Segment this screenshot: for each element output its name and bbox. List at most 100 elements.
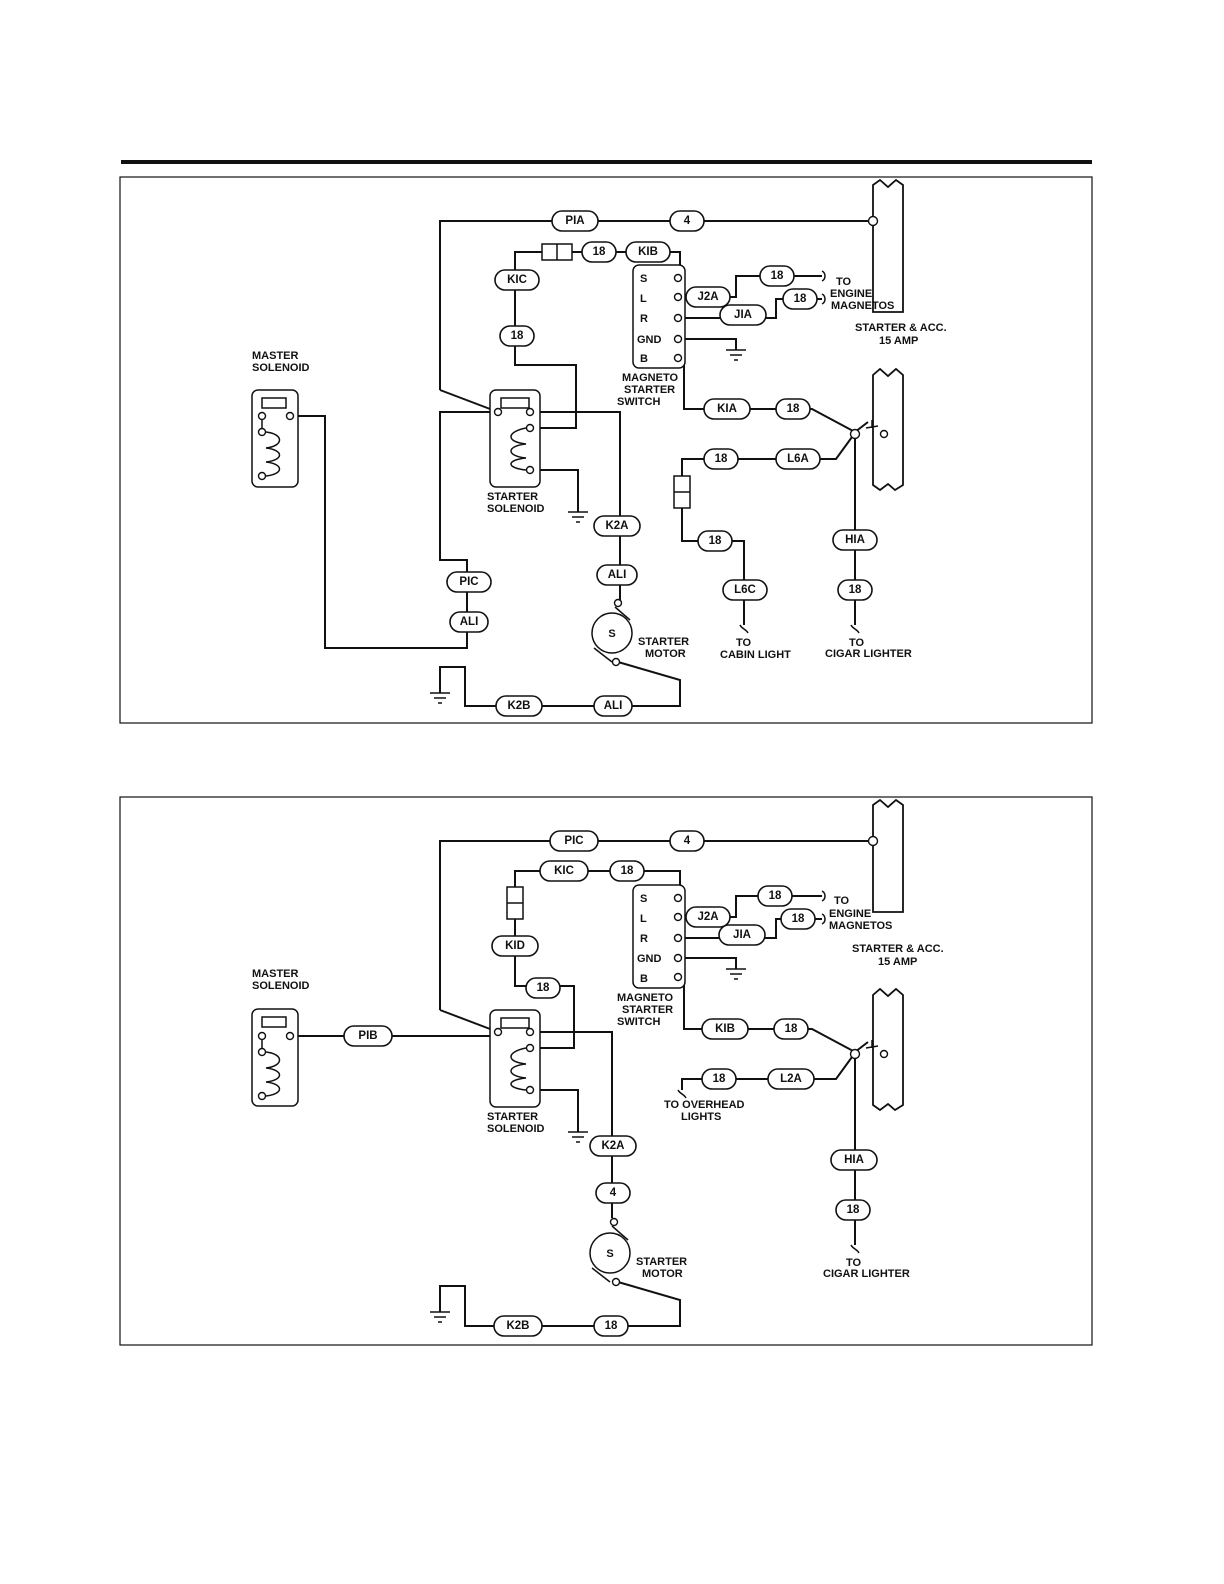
switch-label-l: L <box>640 913 647 925</box>
switch-terminal-s <box>673 273 683 283</box>
label-dest-lighter: TO <box>849 637 865 649</box>
label-starter-solenoid: STARTER <box>487 1111 538 1123</box>
wire-tag: L6A <box>775 448 821 470</box>
label-switch: SWITCH <box>617 1016 660 1028</box>
breaker-terminal-2 <box>879 429 889 439</box>
wire-tag: L6C <box>722 579 768 601</box>
wiring-diagram-2: S L R GND B S PI <box>119 796 1093 1346</box>
wire-solenoid-out <box>530 411 621 603</box>
wire-tag: PIA <box>551 210 599 232</box>
svg-text:4: 4 <box>684 215 691 227</box>
switch-terminal-r <box>673 313 683 323</box>
svg-text:ALI: ALI <box>604 700 623 712</box>
breaker-terminal <box>849 1048 861 1060</box>
svg-text:18: 18 <box>792 913 805 925</box>
wire-b-lead <box>677 976 856 1053</box>
svg-text:18: 18 <box>794 293 807 305</box>
wire-tag: 18 <box>581 241 617 263</box>
label-master: MASTER <box>252 968 299 980</box>
svg-text:KIB: KIB <box>638 246 658 258</box>
wire-tag: 18 <box>835 1199 871 1221</box>
wire-tag: 18 <box>697 530 733 552</box>
wire-solenoid-to-main <box>439 1009 499 1033</box>
label-breaker: STARTER & ACC. <box>855 322 947 334</box>
wire-tag: 18 <box>525 977 561 999</box>
wire-tag: 18 <box>775 398 811 420</box>
master-solenoid <box>251 389 299 488</box>
wire-main-feed <box>439 840 872 1010</box>
wire-end <box>850 1244 860 1254</box>
wire-switch-feed <box>514 870 681 895</box>
label-magnetos: TO <box>836 276 852 288</box>
wire-tag: HIA <box>830 1149 878 1171</box>
wire-tag: 4 <box>669 830 705 852</box>
svg-text:18: 18 <box>709 535 722 547</box>
label-breaker: 15 AMP <box>878 956 917 968</box>
starter-motor: S <box>591 598 633 667</box>
wire-end <box>821 293 826 305</box>
switch-label-gnd: GND <box>637 953 662 965</box>
svg-text:JIA: JIA <box>734 309 752 321</box>
svg-text:K2B: K2B <box>507 700 530 712</box>
ground-symbol <box>726 349 746 361</box>
wiring-diagram-1: S L R GND B S PI <box>119 176 1093 724</box>
label-magnetos: MAGNETOS <box>831 300 894 312</box>
wire-tag: 18 <box>782 288 818 310</box>
wire-tag: 18 <box>703 448 739 470</box>
switch-label-r: R <box>640 933 648 945</box>
ground-symbol <box>568 511 588 523</box>
wire-tag: 18 <box>773 1018 809 1040</box>
switch-terminal-r <box>673 933 683 943</box>
wire-main-feed <box>439 220 872 390</box>
switch-label-b: B <box>640 973 648 985</box>
svg-text:ALI: ALI <box>460 616 479 628</box>
label-master: SOLENOID <box>252 362 310 374</box>
label-master: SOLENOID <box>252 980 310 992</box>
wire-light-feed <box>681 1056 853 1090</box>
breaker-contact <box>865 420 879 429</box>
wire-tag: HIA <box>832 529 878 551</box>
starter-solenoid <box>489 1009 541 1108</box>
wire-b-lead <box>677 357 856 433</box>
svg-text:JIA: JIA <box>733 929 751 941</box>
svg-text:KIC: KIC <box>507 274 527 286</box>
svg-text:HIA: HIA <box>844 1154 864 1166</box>
starter-solenoid <box>489 389 541 488</box>
switch-terminal-l <box>673 292 683 302</box>
diagram-2-frame <box>119 796 1093 1346</box>
switch-label-s: S <box>640 273 647 285</box>
wire-tag: 4 <box>595 1182 631 1204</box>
label-switch: STARTER <box>624 384 675 396</box>
label-switch: STARTER <box>622 1004 673 1016</box>
label-dest-lighter: TO <box>846 1257 862 1269</box>
svg-text:ALI: ALI <box>608 569 627 581</box>
breaker-terminal <box>849 428 861 440</box>
svg-text:18: 18 <box>621 865 634 877</box>
label-starter-solenoid: STARTER <box>487 491 538 503</box>
wire-tag: KIC <box>539 860 589 882</box>
wire-tag: JIA <box>718 924 766 946</box>
wire-tag: 18 <box>780 908 816 930</box>
bus-bar-upper <box>872 178 904 313</box>
motor-symbol: S <box>608 628 615 640</box>
switch-terminal-b <box>673 972 683 982</box>
wire-end <box>821 913 826 925</box>
label-dest-light: CABIN LIGHT <box>720 649 791 661</box>
svg-text:18: 18 <box>511 330 524 342</box>
ground-symbol <box>568 1131 588 1143</box>
svg-text:K2B: K2B <box>506 1320 529 1332</box>
wire-coil-lead <box>514 919 575 1049</box>
switch-label-b: B <box>640 353 648 365</box>
label-master: MASTER <box>252 350 299 362</box>
wire-tag: 18 <box>757 885 793 907</box>
svg-text:18: 18 <box>787 403 800 415</box>
wire-end <box>821 270 826 282</box>
wire-light-out <box>681 508 745 625</box>
switch-label-gnd: GND <box>637 334 662 346</box>
svg-text:K2A: K2A <box>601 1140 624 1152</box>
wire-tag: PIB <box>343 1025 393 1047</box>
svg-text:18: 18 <box>771 270 784 282</box>
wire-end <box>850 624 860 634</box>
wire-tag: 18 <box>759 265 795 287</box>
svg-text:KIC: KIC <box>554 865 574 877</box>
